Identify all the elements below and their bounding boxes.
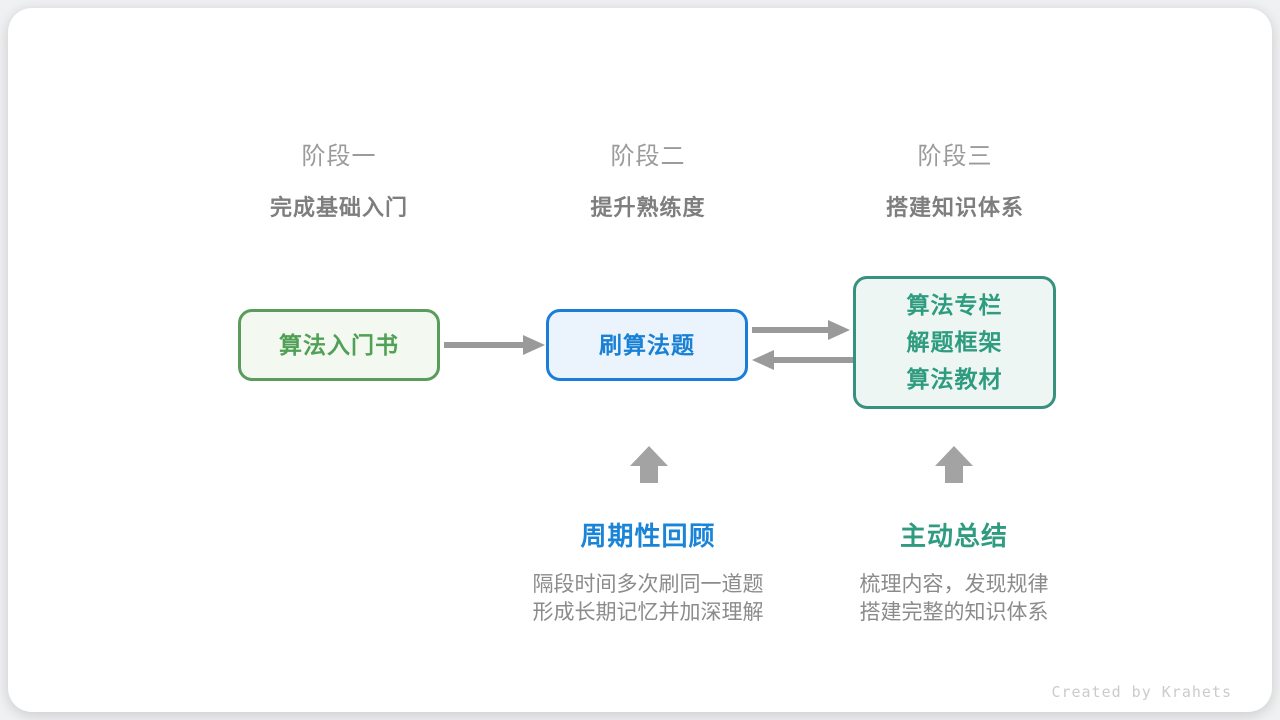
credit-text: Created by Krahets xyxy=(1051,683,1232,701)
node-intro-book-label: 算法入门书 xyxy=(279,331,399,358)
annotation-review-line-1: 隔段时间多次刷同一道题 xyxy=(532,573,764,596)
annotation-summary-line-1: 梳理内容，发现规律 xyxy=(859,573,1049,596)
arrow-right-line xyxy=(752,327,830,333)
node-practice: 刷算法题 xyxy=(546,309,748,381)
node-knowledge: 算法专栏 解题框架 算法教材 xyxy=(853,276,1056,409)
stage-2-label: 阶段二 xyxy=(610,143,686,170)
arrow-left-icon xyxy=(752,350,774,370)
arrow-up-stem xyxy=(640,466,658,483)
node-knowledge-line-1: 算法专栏 xyxy=(906,292,1003,318)
arrow-up-icon xyxy=(935,446,973,483)
arrow-right-icon xyxy=(523,335,545,355)
stage-2-subtitle: 提升熟练度 xyxy=(590,195,706,220)
arrow-up-triangle xyxy=(935,446,973,466)
annotation-periodic-review: 周期性回顾 隔段时间多次刷同一道题 形成长期记忆并加深理解 xyxy=(478,516,818,627)
annotation-review-description: 隔段时间多次刷同一道题 形成长期记忆并加深理解 xyxy=(478,571,818,627)
arrow-up-stem xyxy=(945,466,963,483)
annotation-active-summary: 主动总结 梳理内容，发现规律 搭建完整的知识体系 xyxy=(784,516,1124,627)
arrow-left-line xyxy=(773,357,853,363)
arrow-right-line xyxy=(444,342,525,348)
node-knowledge-line-3: 算法教材 xyxy=(906,366,1003,392)
arrow-up-icon xyxy=(630,446,668,483)
arrow-right-icon xyxy=(828,320,850,340)
node-intro-book: 算法入门书 xyxy=(238,309,440,381)
stage-1-subtitle: 完成基础入门 xyxy=(269,195,408,220)
stage-header-2: 阶段二 提升熟练度 xyxy=(488,136,808,222)
annotation-summary-title: 主动总结 xyxy=(899,521,1008,551)
stage-1-label: 阶段一 xyxy=(301,143,377,170)
node-knowledge-line-2: 解题框架 xyxy=(906,329,1003,355)
annotation-review-line-2: 形成长期记忆并加深理解 xyxy=(532,601,764,624)
stage-header-3: 阶段三 搭建知识体系 xyxy=(795,136,1115,222)
node-practice-label: 刷算法题 xyxy=(599,331,695,358)
annotation-review-title: 周期性回顾 xyxy=(580,521,716,551)
arrow-up-triangle xyxy=(630,446,668,466)
diagram-card: 阶段一 完成基础入门 阶段二 提升熟练度 阶段三 搭建知识体系 算法入门书 刷算… xyxy=(8,8,1272,712)
stage-3-label: 阶段三 xyxy=(917,143,993,170)
annotation-summary-line-2: 搭建完整的知识体系 xyxy=(859,601,1049,624)
stage-3-subtitle: 搭建知识体系 xyxy=(885,195,1024,220)
stage-header-1: 阶段一 完成基础入门 xyxy=(179,136,499,222)
annotation-summary-description: 梳理内容，发现规律 搭建完整的知识体系 xyxy=(784,571,1124,627)
